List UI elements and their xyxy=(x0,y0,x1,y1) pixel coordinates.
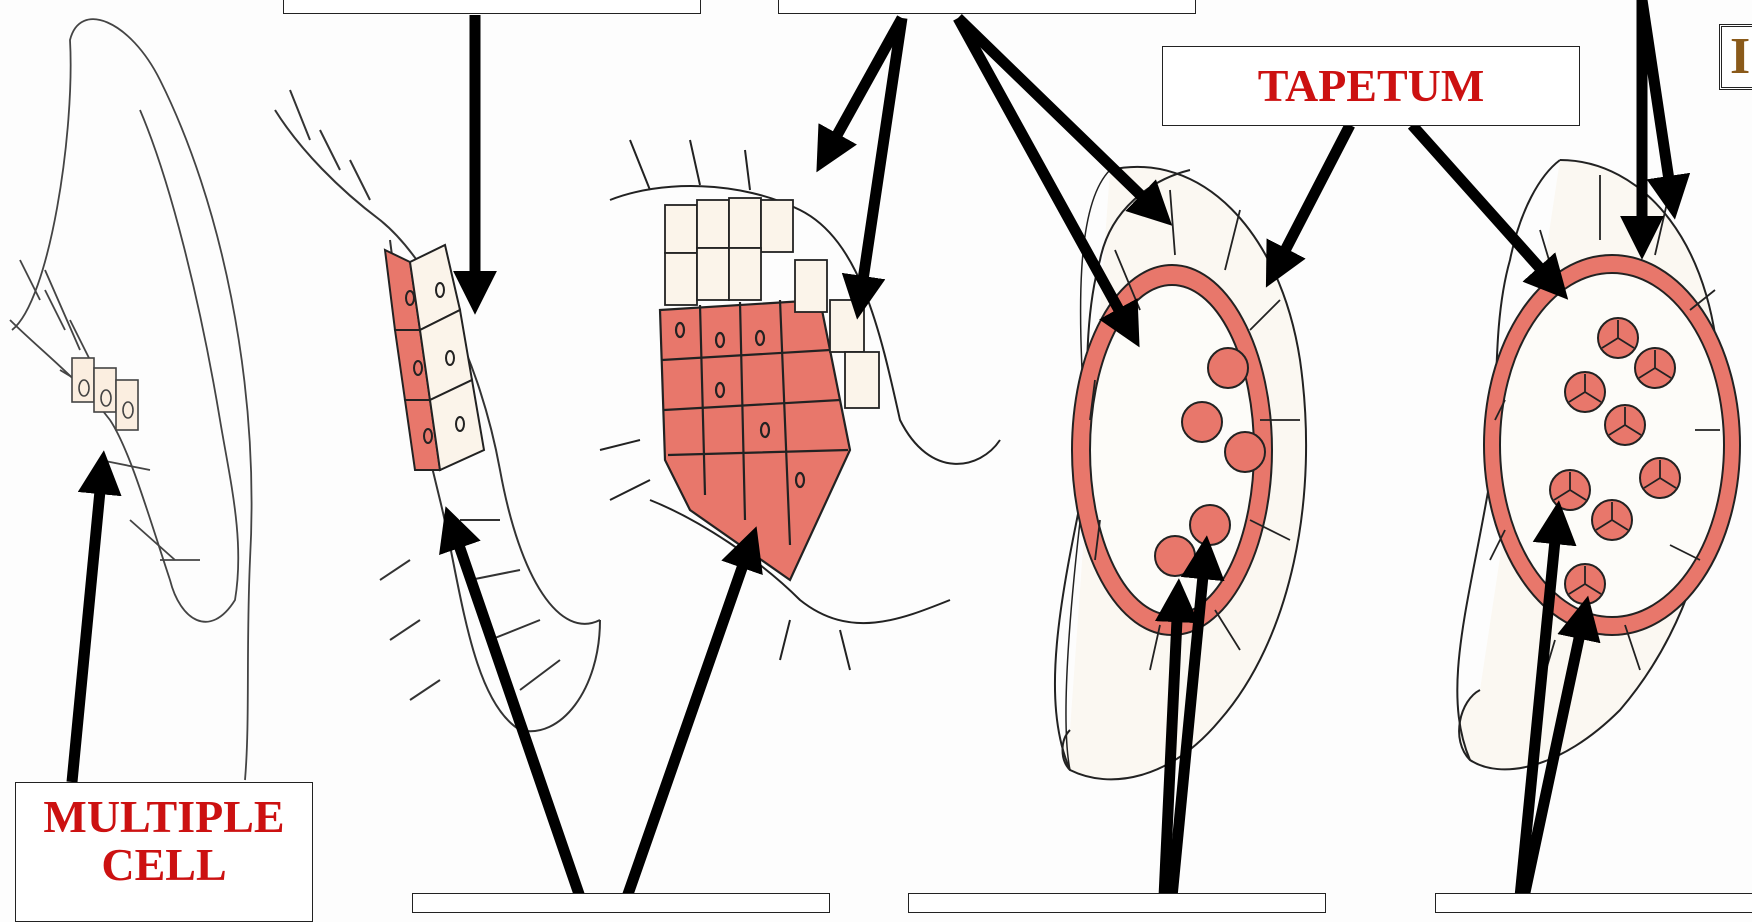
arrow-top-middle-4 xyxy=(958,18,1130,330)
arrow-top-middle-3 xyxy=(958,18,1158,212)
label-multiple-cell: MULTIPLE CELL xyxy=(15,782,313,922)
stage-2-red-cells xyxy=(385,245,484,470)
corner-title-fragment: I xyxy=(1719,24,1752,90)
stage-5-lobe xyxy=(1457,160,1740,769)
stage-1-pale-cells xyxy=(72,358,138,430)
label-top-left xyxy=(283,0,701,14)
arrows xyxy=(72,0,1672,897)
arrow-multiple-cell xyxy=(72,470,102,782)
corner-glyph: I xyxy=(1730,28,1750,85)
label-bottom-right xyxy=(1435,893,1752,913)
arrow-tapetum-2 xyxy=(1412,125,1555,285)
label-bottom-left xyxy=(412,893,830,913)
label-tapetum: TAPETUM xyxy=(1162,46,1580,126)
arrow-tapetum-1 xyxy=(1275,125,1350,270)
stage-3-red-block xyxy=(660,300,850,580)
label-bottom-middle xyxy=(908,893,1326,913)
diagram-canvas xyxy=(0,0,1752,897)
arrow-bottom-left-2 xyxy=(627,545,750,897)
anther-development-diagram: TAPETUM MULTIPLE CELL I xyxy=(0,0,1752,897)
arrow-bottom-left-1 xyxy=(452,525,580,897)
label-top-middle xyxy=(778,0,1196,14)
